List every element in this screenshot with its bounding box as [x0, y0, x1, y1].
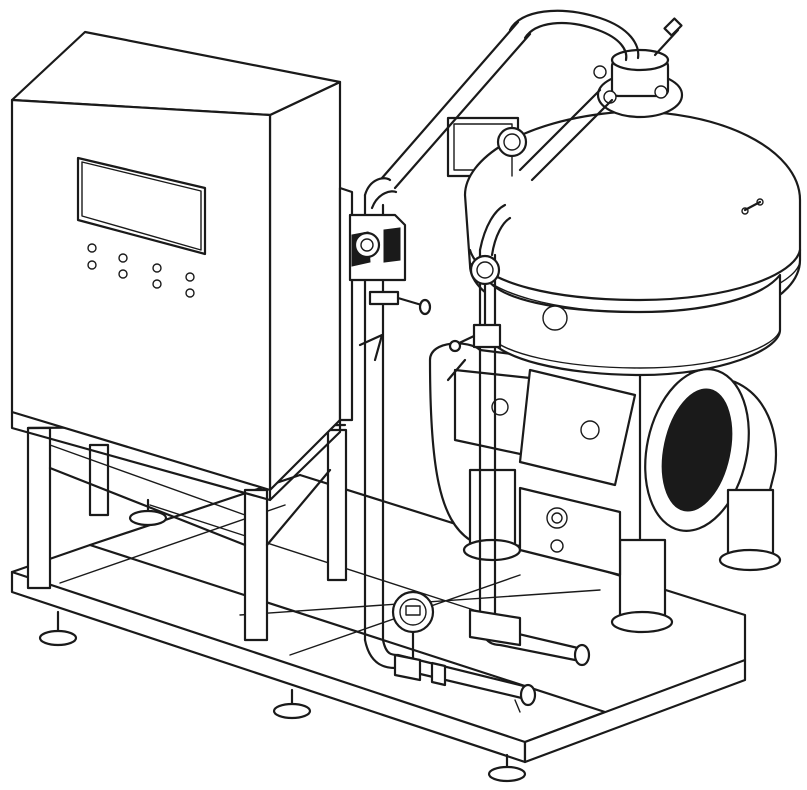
- display-window: [76, 156, 207, 256]
- pressure-gauge: [391, 590, 435, 660]
- cabinet-stand: [26, 423, 348, 642]
- valve: [446, 323, 502, 382]
- control-buttons: [87, 243, 195, 298]
- separator-bowl: [463, 48, 802, 377]
- separator: [428, 17, 802, 634]
- leveling-foot: [128, 498, 168, 527]
- leveling-foot: [487, 753, 527, 783]
- control-cabinet: [10, 30, 354, 502]
- pressure-gauge: [469, 254, 501, 286]
- leveling-foot: [272, 688, 312, 720]
- motor-housing: [610, 368, 782, 634]
- valve: [358, 290, 432, 362]
- terminal-box: [518, 486, 622, 577]
- pressure-gauge: [496, 126, 528, 177]
- motor: [348, 213, 407, 282]
- leveling-feet: [38, 498, 527, 783]
- piping: [348, 9, 640, 713]
- leveling-foot: [38, 610, 78, 647]
